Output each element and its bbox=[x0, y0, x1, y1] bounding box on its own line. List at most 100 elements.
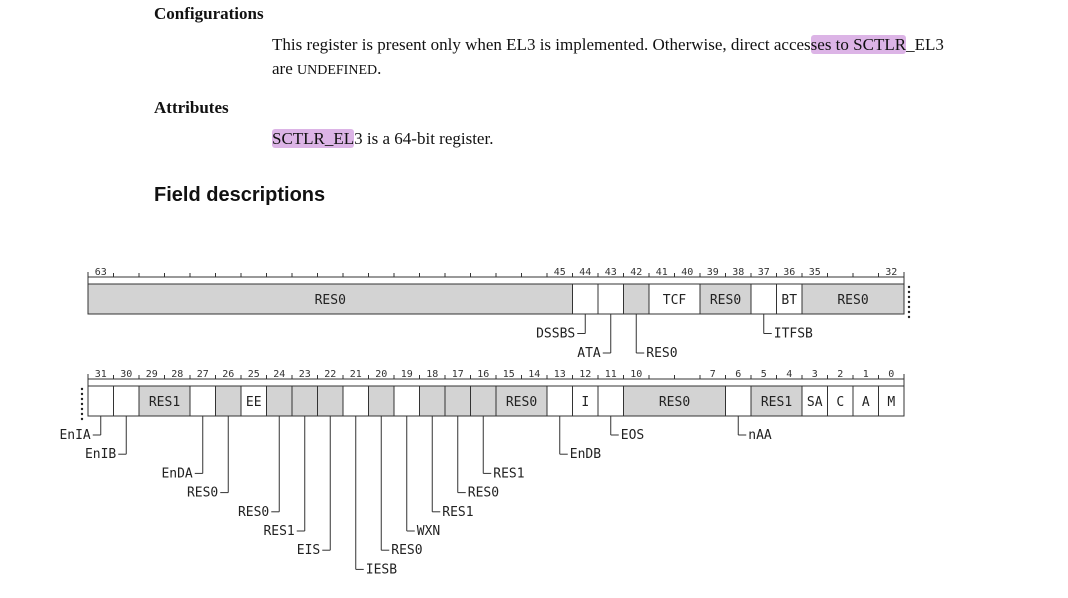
lower-callout-label-27: EnDA bbox=[161, 466, 192, 481]
lower-continuation-dot bbox=[80, 392, 84, 396]
lower-bit-number-1: 1 bbox=[863, 369, 869, 380]
lower-field-10-7 bbox=[623, 385, 726, 417]
upper-field-label-36: BT bbox=[781, 293, 797, 308]
lower-callout-label-23: RES1 bbox=[263, 524, 294, 539]
lower-bit-number-5: 5 bbox=[761, 369, 767, 380]
lower-field-label-0: M bbox=[887, 395, 895, 410]
lower-field-label-2: C bbox=[836, 395, 844, 410]
lower-continuation-dot bbox=[80, 407, 84, 411]
lower-field-label-25: EE bbox=[246, 395, 262, 410]
upper-bit-number-45: 45 bbox=[554, 267, 566, 278]
configurations-text-a: This register is present only when EL3 i… bbox=[272, 35, 811, 54]
configurations-line-2: are UNDEFINED. bbox=[272, 57, 381, 83]
lower-callout-label-19: WXN bbox=[417, 524, 440, 539]
upper-field-label-63: RES0 bbox=[315, 293, 346, 308]
lower-field-0-0 bbox=[878, 385, 905, 417]
upper-bit-number-40: 40 bbox=[681, 267, 693, 278]
upper-field-42-42 bbox=[623, 283, 650, 315]
configurations-text-b: _EL3 bbox=[906, 35, 944, 54]
lower-field-label-5: RES1 bbox=[761, 395, 792, 410]
lower-field-label-29: RES1 bbox=[149, 395, 180, 410]
lower-field-20-20 bbox=[368, 385, 395, 417]
lower-bit-number-11: 11 bbox=[605, 369, 617, 380]
upper-bit-number-42: 42 bbox=[630, 267, 642, 278]
lower-bit-number-19: 19 bbox=[401, 369, 413, 380]
highlight-sctlr-el: SCTLR_EL bbox=[272, 129, 355, 148]
lower-field-2-2 bbox=[827, 385, 854, 417]
lower-bit-number-0: 0 bbox=[888, 369, 894, 380]
lower-bit-number-25: 25 bbox=[248, 369, 260, 380]
lower-bit-number-6: 6 bbox=[735, 369, 741, 380]
lower-bit-number-29: 29 bbox=[146, 369, 158, 380]
configurations-text-c: are bbox=[272, 59, 298, 78]
lower-bit-number-20: 20 bbox=[375, 369, 387, 380]
lower-callout-label-26: RES0 bbox=[187, 486, 218, 501]
upper-bit-number-43: 43 bbox=[605, 267, 617, 278]
upper-field-36-36 bbox=[776, 283, 803, 315]
highlight-sctlr: ses to SCTLR bbox=[810, 35, 907, 54]
lower-bit-number-27: 27 bbox=[197, 369, 209, 380]
configurations-text-d: . bbox=[377, 59, 382, 78]
lower-bit-number-14: 14 bbox=[528, 369, 540, 380]
attributes-text: SCTLR_EL3 is a 64-bit register. bbox=[272, 127, 493, 151]
lower-callout-label-24: RES0 bbox=[238, 505, 269, 520]
lower-field-27-27 bbox=[189, 385, 216, 417]
lower-field-17-17 bbox=[444, 385, 471, 417]
upper-continuation-dot bbox=[907, 290, 911, 294]
lower-callout-label-16: RES1 bbox=[493, 466, 524, 481]
upper-field-63-45 bbox=[87, 283, 573, 315]
lower-field-label-15: RES0 bbox=[506, 395, 537, 410]
lower-bit-number-7: 7 bbox=[710, 369, 716, 380]
lower-continuation-dot bbox=[80, 402, 84, 406]
lower-field-16-16 bbox=[470, 385, 497, 417]
upper-callout-label-42: RES0 bbox=[646, 346, 677, 361]
lower-callout-label-22: EIS bbox=[297, 543, 320, 558]
lower-field-23-23 bbox=[291, 385, 318, 417]
lower-field-13-13 bbox=[546, 385, 573, 417]
upper-field-44-44 bbox=[572, 283, 599, 315]
upper-field-43-43 bbox=[597, 283, 624, 315]
upper-field-35-32 bbox=[801, 283, 905, 315]
lower-bit-number-30: 30 bbox=[120, 369, 132, 380]
lower-field-5-4 bbox=[750, 385, 803, 417]
lower-field-6-6 bbox=[725, 385, 752, 417]
lower-field-19-19 bbox=[393, 385, 420, 417]
lower-bit-number-23: 23 bbox=[299, 369, 311, 380]
upper-continuation-dot bbox=[907, 285, 911, 289]
lower-bit-number-18: 18 bbox=[426, 369, 438, 380]
upper-field-label-39: RES0 bbox=[710, 293, 741, 308]
lower-bit-number-3: 3 bbox=[812, 369, 818, 380]
lower-continuation-dot bbox=[80, 397, 84, 401]
lower-field-26-26 bbox=[215, 385, 242, 417]
upper-field-37-37 bbox=[750, 283, 777, 315]
configurations-heading: Configurations bbox=[154, 4, 264, 23]
lower-bit-number-4: 4 bbox=[786, 369, 792, 380]
lower-bit-number-13: 13 bbox=[554, 369, 566, 380]
lower-bit-number-16: 16 bbox=[477, 369, 489, 380]
lower-field-label-10: RES0 bbox=[659, 395, 690, 410]
undefined-term: UNDEFINED bbox=[297, 63, 378, 78]
lower-bit-number-26: 26 bbox=[222, 369, 234, 380]
lower-field-label-1: A bbox=[862, 395, 870, 410]
lower-callout-label-20: RES0 bbox=[391, 543, 422, 558]
lower-bit-number-17: 17 bbox=[452, 369, 464, 380]
upper-field-label-35: RES0 bbox=[837, 293, 868, 308]
upper-bit-number-32: 32 bbox=[885, 267, 897, 278]
lower-field-11-11 bbox=[597, 385, 624, 417]
lower-callout-label-6: nAA bbox=[748, 428, 772, 443]
lower-continuation-dot bbox=[80, 412, 84, 416]
lower-field-21-21 bbox=[342, 385, 369, 417]
upper-callout-label-37: ITFSB bbox=[774, 327, 813, 342]
lower-bit-number-28: 28 bbox=[171, 369, 183, 380]
lower-bit-number-24: 24 bbox=[273, 369, 285, 380]
lower-field-22-22 bbox=[317, 385, 344, 417]
upper-callout-label-43: ATA bbox=[577, 346, 601, 361]
upper-bit-number-41: 41 bbox=[656, 267, 668, 278]
lower-field-label-12: I bbox=[581, 395, 589, 410]
lower-bit-number-15: 15 bbox=[503, 369, 515, 380]
lower-bit-number-21: 21 bbox=[350, 369, 362, 380]
upper-field-label-41: TCF bbox=[663, 293, 687, 308]
lower-field-18-18 bbox=[419, 385, 446, 417]
lower-callout-label-31: EnIA bbox=[59, 428, 90, 443]
